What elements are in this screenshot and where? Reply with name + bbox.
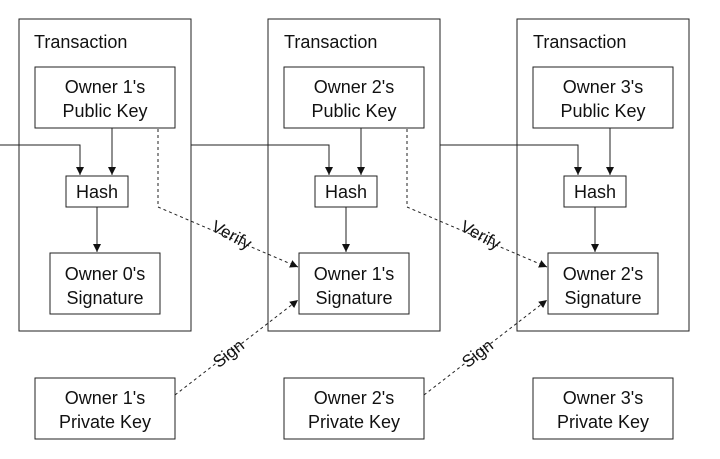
transaction-2-signature-line1: Owner 1's [314,264,394,284]
chain-link-transaction-2-to-transaction-3 [440,144,582,175]
transaction-3-hash-box [563,175,627,208]
transaction-1-signature-box [49,252,161,315]
chain-link-transaction-1-to-transaction-2 [191,144,333,175]
transaction-1-signature-line2: Signature [66,288,143,308]
private-key-1-line1: Owner 1's [65,388,145,408]
transaction-1-title: Transaction [34,32,127,52]
transaction-2-public-key-box [283,66,425,129]
private-key-2: Owner 2's Private Key [283,377,425,440]
sign-label-2: Sign [458,336,497,372]
transaction-2-title: Transaction [284,32,377,52]
private-key-3: Owner 3's Private Key [532,377,674,440]
private-key-2-line1: Owner 2's [314,388,394,408]
transaction-1: Transaction Owner 1's Public Key Hash Ow… [18,18,192,332]
transaction-1-public-key-line2: Public Key [62,101,147,121]
transaction-2-hash-box [314,175,378,208]
private-key-3-box [532,377,674,440]
transaction-2-public-key-line2: Public Key [311,101,396,121]
transaction-3-signature-line1: Owner 2's [563,264,643,284]
transaction-2-public-key-line1: Owner 2's [314,77,394,97]
sign-link-2 [423,299,548,396]
transaction-3: Transaction Owner 3's Public Key Hash Ow… [516,18,690,332]
transaction-1-public-key-line1: Owner 1's [65,77,145,97]
transaction-1-public-key-box [34,66,176,129]
verify-label-2: Verify [457,217,504,254]
sign-label-1: Sign [209,336,248,372]
transaction-2-signature-line2: Signature [315,288,392,308]
chain-link-into-transaction-1 [0,144,84,175]
private-key-3-line2: Private Key [557,412,649,432]
private-key-1-line2: Private Key [59,412,151,432]
transaction-3-public-key-line1: Owner 3's [563,77,643,97]
transaction-2: Transaction Owner 2's Public Key Hash Ow… [267,18,441,332]
private-key-2-line2: Private Key [308,412,400,432]
verify-link-1 [157,129,299,268]
transaction-2-hash-label: Hash [325,182,367,202]
transaction-1-signature-line1: Owner 0's [65,264,145,284]
private-key-2-box [283,377,425,440]
verify-label-1: Verify [208,217,255,254]
private-key-1-box [34,377,176,440]
transaction-3-public-key-box [532,66,674,129]
transaction-3-public-key-line2: Public Key [560,101,645,121]
private-key-1: Owner 1's Private Key [34,377,176,440]
transaction-3-signature-box [547,252,659,315]
sign-link-1 [174,299,299,396]
transaction-3-hash-label: Hash [574,182,616,202]
transaction-3-signature-line2: Signature [564,288,641,308]
private-key-3-line1: Owner 3's [563,388,643,408]
transaction-1-hash-label: Hash [76,182,118,202]
transaction-3-title: Transaction [533,32,626,52]
transaction-2-signature-box [298,252,410,315]
verify-link-2 [406,129,548,268]
